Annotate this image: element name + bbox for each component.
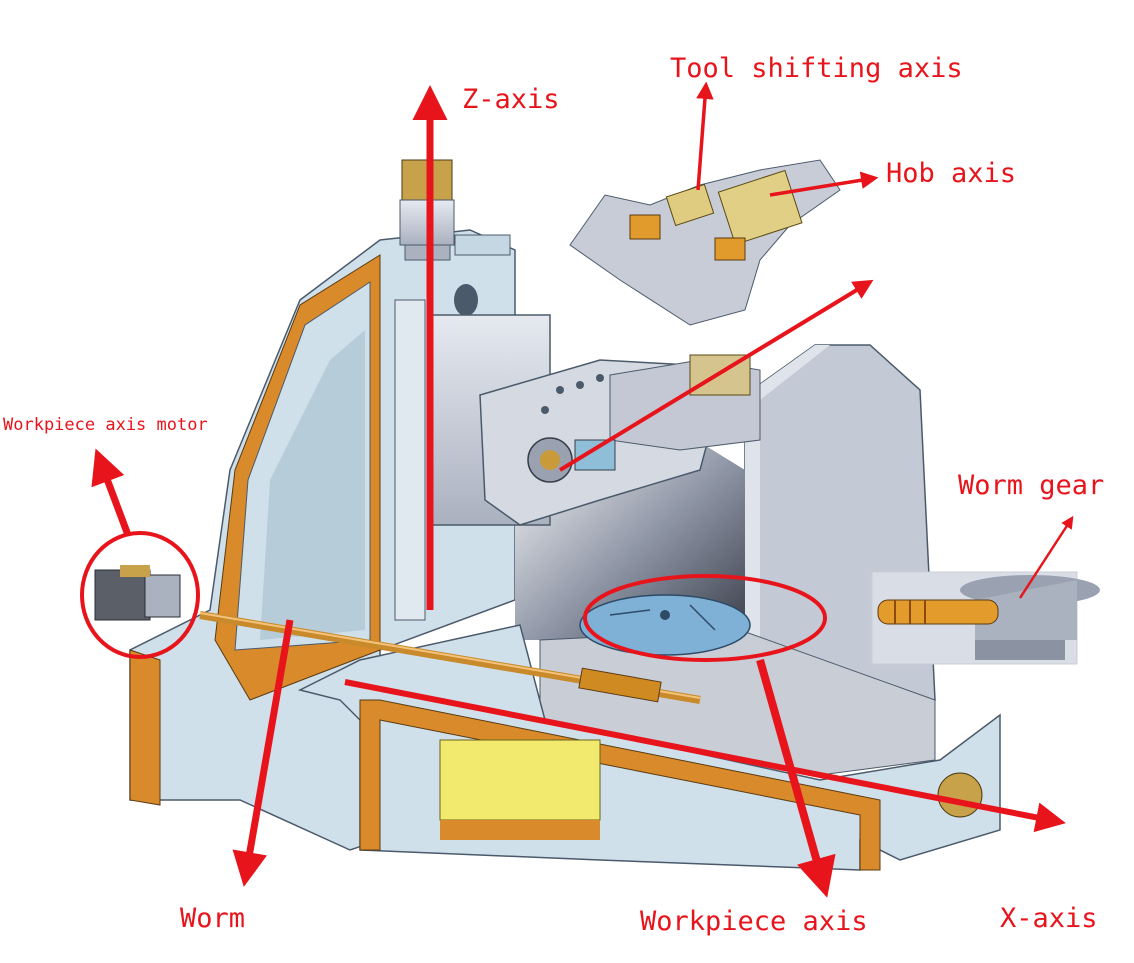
machine-bed: [297, 624, 1001, 871]
x-axis-arrow: [344, 679, 1066, 833]
x-axis-label: X-axis: [1000, 903, 1098, 934]
tool-shifting-arrow: [696, 81, 714, 191]
worm-label: Worm: [180, 903, 246, 934]
workpiece-motor-arrow: [91, 448, 132, 537]
tool-shifting-axis-label: Tool shifting axis: [670, 53, 963, 84]
worm-gear-label: Worm gear: [958, 470, 1105, 501]
workpiece-axis-label: Workpiece axis: [640, 906, 868, 937]
hob-spindle-inset: [569, 159, 841, 326]
hob-axis-arrow: [769, 171, 879, 197]
hob-axis-label: Hob axis: [886, 158, 1017, 189]
worm-gear-inset: [871, 571, 1100, 665]
table-highlight-ellipse: [583, 574, 827, 662]
z-axis-label: Z-axis: [462, 84, 560, 115]
annotations: [80, 81, 1074, 898]
motor-highlight-circle: [80, 531, 200, 659]
left-column: [129, 229, 516, 851]
workpiece-axis-motor: [94, 565, 181, 621]
hob-spindle-arrow: [558, 279, 874, 472]
worm-shaft: [199, 611, 701, 704]
worm-arrow: [232, 619, 294, 887]
workpiece-axis-motor-label: Workpiece axis motor: [3, 415, 208, 435]
workpiece-axis-arrow: [756, 658, 836, 898]
worm-gear-arrow: [1018, 515, 1074, 599]
